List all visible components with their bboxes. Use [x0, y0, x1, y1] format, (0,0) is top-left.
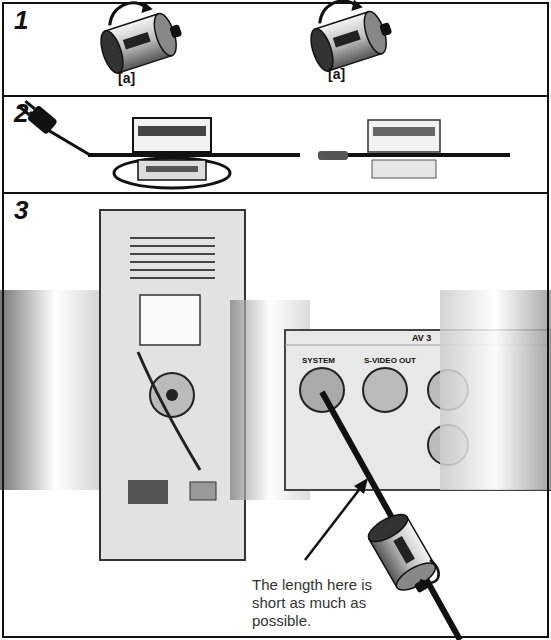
- step-number: 1: [14, 6, 28, 35]
- step-panel: 3: [2, 192, 549, 638]
- step-panel: 1: [2, 2, 549, 97]
- step-panel: 2: [2, 95, 549, 194]
- jack-label: AV 3: [412, 333, 431, 343]
- jack-label: S-VIDEO OUT: [364, 356, 416, 365]
- step-number: 3: [14, 196, 28, 225]
- note-text: The length here is short as much as poss…: [252, 576, 374, 630]
- step-number: 2: [14, 99, 28, 128]
- jack-label: SYSTEM: [302, 356, 335, 365]
- part-label: [a]: [328, 66, 345, 82]
- part-label: [a]: [118, 70, 135, 86]
